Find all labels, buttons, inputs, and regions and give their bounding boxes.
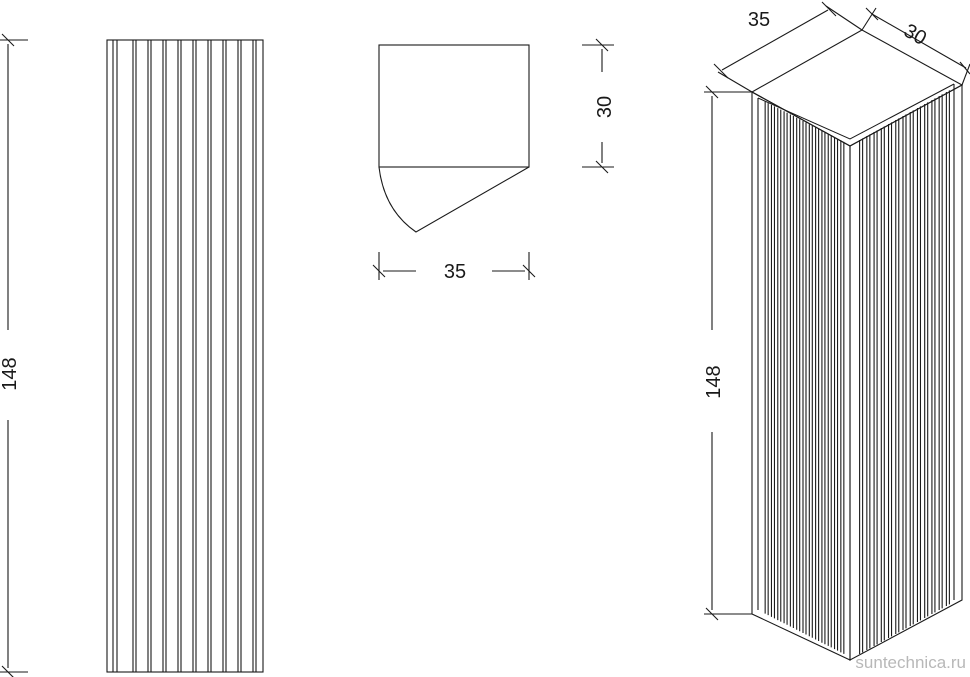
front-height-label: 148 xyxy=(0,357,21,390)
front-outline xyxy=(106,39,264,673)
top-depth-label: 30 xyxy=(594,96,616,118)
iso-left-face xyxy=(751,91,851,661)
top-width-dimension: 35 xyxy=(372,252,536,283)
iso-width-label: 35 xyxy=(748,9,770,31)
iso-height-dimension: 148 xyxy=(703,85,752,621)
front-flutes xyxy=(112,40,257,672)
iso-view xyxy=(750,29,964,661)
front-view xyxy=(106,39,264,673)
iso-top-inner-edge xyxy=(757,83,955,140)
top-view-box xyxy=(378,44,530,168)
top-width-label: 35 xyxy=(444,261,466,283)
top-depth-dimension: 30 xyxy=(582,38,616,174)
iso-width-dimension: 35 xyxy=(713,1,863,93)
top-view-rounded-front xyxy=(378,166,530,233)
iso-depth-dimension: 30 xyxy=(861,7,970,86)
iso-left-flutes xyxy=(764,101,845,654)
iso-right-flutes xyxy=(859,90,950,654)
iso-height-label: 148 xyxy=(703,365,725,398)
watermark: suntechnica.ru xyxy=(855,653,966,672)
top-view xyxy=(378,44,530,233)
front-height-dimension: 148 xyxy=(0,33,28,677)
